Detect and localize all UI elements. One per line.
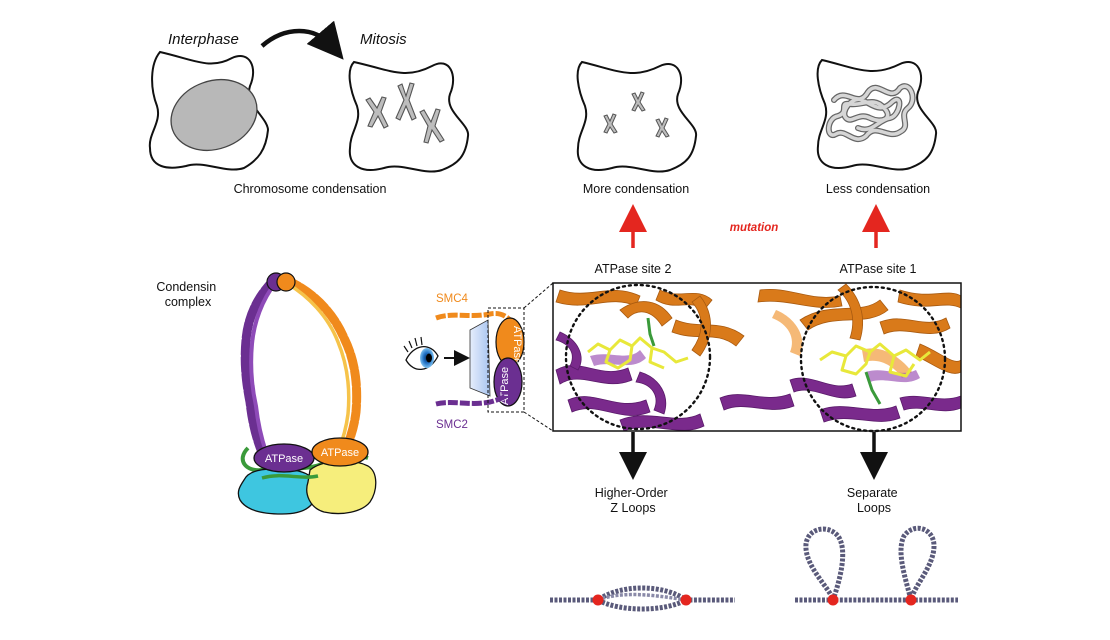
condensin-complex: ATPase ATPase (237, 272, 377, 515)
less-condensation-label: Less condensation (826, 182, 930, 196)
ligand-site2 (587, 336, 689, 370)
separate-loop-anchor-right (905, 594, 917, 606)
smc4-atpase-head (311, 437, 369, 467)
nucleus (170, 79, 258, 151)
hinge-orange (276, 272, 296, 292)
chromosome-condensation-label: Chromosome condensation (234, 182, 387, 196)
mitotic-chromosomes (365, 82, 445, 144)
interphase-cell (148, 50, 270, 171)
interphase-to-mitosis-arrow (260, 20, 344, 60)
smc4-small-atpase-label: ATPase (511, 326, 523, 364)
yellow-subunit (306, 460, 377, 515)
interphase-label: Interphase (168, 31, 239, 48)
eye-icon (403, 336, 439, 370)
smc2-label: SMC2 (436, 419, 468, 431)
zoom-line-top (523, 282, 554, 309)
separate-loop-anchor-left (827, 594, 839, 606)
separate-loops-label: Separate Loops (847, 486, 901, 515)
smc4-label: SMC4 (436, 293, 469, 305)
condensin-label: Condensin complex (156, 280, 219, 309)
z-loop-anchor-right (680, 594, 692, 606)
separate-loops-illustration (795, 525, 958, 606)
smc4-small-arm (435, 311, 512, 322)
ligand-site1 (819, 342, 931, 378)
atpase-site-2-label: ATPase site 2 (595, 262, 672, 276)
site2-highlight-circle (564, 283, 712, 431)
z-loop-illustration (550, 585, 735, 612)
smc4-atpase-label: ATPase (321, 447, 359, 459)
mitosis-label: Mitosis (360, 31, 407, 48)
less-condensation-cell (816, 58, 938, 171)
more-condensation-label: More condensation (583, 182, 689, 196)
atpase-site-1-label: ATPase site 1 (840, 262, 917, 276)
atpase-structure-panel (552, 282, 962, 433)
smc2-small-arm (435, 393, 508, 407)
mutation-label: mutation (730, 222, 779, 234)
smc2-atpase-label: ATPase (265, 453, 303, 465)
more-condensation-cell (576, 60, 698, 173)
site1-highlight-circle (799, 285, 947, 433)
higher-order-z-loops-label: Higher-Order Z Loops (595, 486, 671, 515)
zoom-region-box (487, 307, 525, 413)
smc2-small-atpase (493, 357, 523, 407)
zoom-line-bottom (523, 411, 554, 432)
mitosis-cell (348, 60, 470, 173)
z-loop-anchor-left (592, 594, 604, 606)
view-plane (469, 319, 491, 397)
smc4-coiled-coil (281, 275, 362, 457)
smc2-coiled-coil (240, 275, 279, 457)
